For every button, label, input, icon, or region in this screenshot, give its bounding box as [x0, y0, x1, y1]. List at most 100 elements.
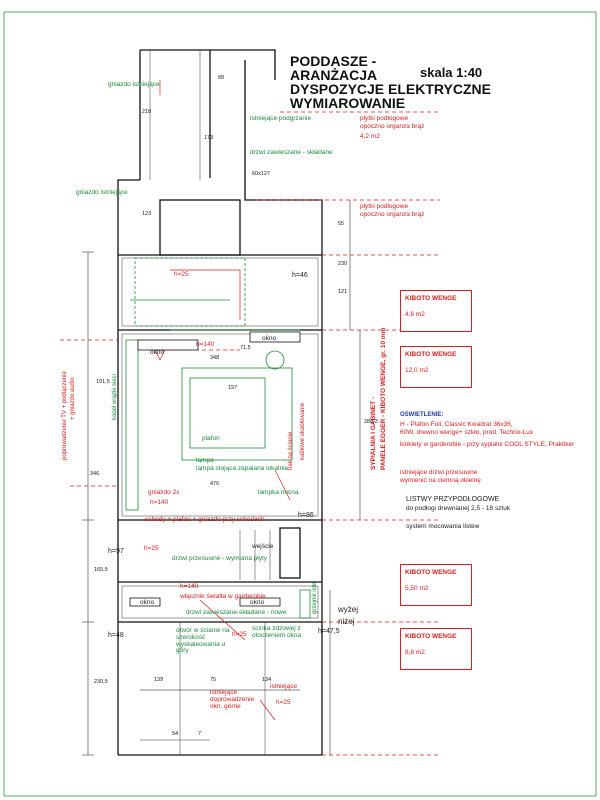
green-furniture: [125, 257, 311, 619]
lighting-line-3: kinkiety w garderobie - przy sypialni CO…: [400, 441, 575, 448]
dim-6: 230: [338, 261, 348, 267]
przewod-tv-label: poprowadzenie TV + podłączenie: [62, 371, 68, 460]
dim-1: 89: [218, 75, 225, 81]
height-8: h=25: [144, 545, 159, 552]
tile-note-2-line1: płytki podłogowe: [360, 203, 409, 210]
plafon-label: plafon: [202, 435, 220, 442]
scinka-label: ścinka zdzowej z otoczeniem okna: [252, 625, 302, 639]
hak-label: hak na ścianie: [288, 431, 294, 470]
title-line-4: WYMIAROWANIE: [290, 95, 406, 111]
listwy-line: do podłogi drewnianej 2,5 - 18 sztuk: [406, 505, 511, 512]
doors-note-1: istniejące drzwi przesuwne: [400, 469, 478, 476]
lighting-line-1: H - Plafon Full, Classic Kwadrat 36x36,: [400, 421, 513, 428]
okno-2-label: okno: [262, 335, 277, 342]
height-12: h=25: [276, 699, 291, 706]
kiboto-box-2-area: 12,0 m2: [405, 367, 429, 374]
dim-20: 71,5: [240, 345, 251, 351]
red-dash-lines: [60, 111, 440, 756]
dim-15: 75: [210, 677, 217, 683]
istn-2-label: istniejące: [270, 683, 298, 690]
kiboto-box-1: KIBOTO WENGE 4,6 m2: [400, 290, 472, 332]
tile-note-1-line2: opoczno organza brąz: [360, 123, 425, 130]
dim-2: 173: [204, 135, 214, 141]
height-1: h=46: [292, 272, 308, 279]
istn-dopr-label: istniejące doprowadzenie okn. górne: [210, 689, 255, 710]
dim-8: 191,5: [96, 379, 110, 385]
audio-label: + gniazdo audio: [70, 377, 76, 420]
kiboto-box-4-name: KIBOTO WENGE: [405, 633, 457, 640]
height-4: h=48: [108, 632, 124, 639]
drzwi-przesuwne-label: drzwi przesuwne - wymiana płyty: [172, 555, 268, 562]
sheet-frame: [3, 11, 597, 797]
panele-label: PANELE EGGER - KIBOTO WENGE, gr. 10 mm: [380, 327, 387, 470]
dim-9: 346: [90, 471, 100, 477]
kiboto-box-2-name: KIBOTO WENGE: [405, 351, 457, 358]
drzwi-nowe-label: drzwi zawieszane-składane - nowe: [186, 609, 287, 616]
dim-19: 476: [210, 481, 220, 487]
okno-3-label: okno: [140, 599, 155, 606]
height-10: h=140: [196, 341, 215, 348]
nizej-label: niżej: [338, 617, 355, 626]
lampa-nocna-label: lampka nocna: [258, 489, 299, 496]
title-line-1: PODDASZE -: [290, 53, 377, 69]
kiboto-box-4: KIBOTO WENGE 8,8 m2: [400, 628, 472, 670]
height-9: h=25: [232, 631, 247, 638]
kabel-label: kabel wiązki sieci: [112, 373, 118, 420]
lighting-heading: OŚWIETLENIE:: [400, 412, 444, 418]
kiboto-box-3: KIBOTO WENGE 5,50 m2: [400, 564, 472, 606]
lampa-stojaca-label: lampa stojąca zapalana lokalnie: [196, 465, 289, 472]
window-markers: [129, 331, 301, 607]
height-7: h=25: [174, 271, 189, 278]
lampa-2-label: lampa: [196, 457, 214, 464]
height-2: h=86: [298, 512, 314, 519]
gniazdo-2x-label: gniazdo 2x: [148, 489, 180, 496]
kiboto-box-3-area: 5,50 m2: [405, 585, 429, 592]
kiboto-box-4-area: 8,8 m2: [405, 649, 425, 656]
kiboto-box-1-area: 4,6 m2: [405, 311, 425, 318]
lighting-line-2: 60W, drewno wenge+ szkło, prod. Techno-L…: [400, 429, 534, 436]
scale-label: skala 1:40: [420, 65, 483, 80]
kablowe-label: kablowe okablowanie: [300, 402, 306, 460]
dim-21: 197: [228, 385, 238, 391]
dim-4: 123: [142, 211, 152, 217]
grzejnik-label: grzejnik istn.: [312, 580, 318, 614]
dimension-lines: [82, 200, 361, 756]
tile-note-2-line2: opoczno organza brąz: [360, 211, 425, 218]
sypialnia-label: SYPIALNIA I GABINET -: [370, 396, 377, 470]
dim-5: 55: [338, 221, 345, 227]
wlacznik-label: włącznik światła w garderobie: [180, 593, 266, 600]
dim-18: 7: [198, 731, 202, 737]
dim-12: 165,5: [94, 567, 108, 573]
title-line-3: DYSPOZYCJE ELEKTRYCZNE: [290, 81, 491, 97]
gniazdo-mid-label: gniazdo istniejące: [76, 189, 128, 196]
wyzej-label: wyżej: [338, 605, 359, 614]
otwor-label: otwór w ścianie na szerokość wyskaleowan…: [176, 627, 230, 655]
listwy-system: system mocowania listew: [406, 523, 480, 530]
drzwi-zaw-label: drzwi zawieszane - składane: [250, 149, 333, 156]
title-line-2: ARANŻACJA: [290, 67, 378, 83]
height-5: h=47,5: [318, 628, 340, 635]
tile-note-1-line1: płytki podłogowe: [360, 115, 409, 122]
height-6: h=140: [180, 583, 199, 590]
dim-3: 218: [142, 109, 152, 115]
istn-podgrzanie-label: istniejące podgrzanie: [250, 115, 312, 122]
okno-4-label: okno: [250, 599, 265, 606]
okno-1-label: okno: [150, 349, 165, 356]
dim-7: 121: [338, 289, 348, 295]
doors-note-2: wymienić na ciemną okleinę: [400, 477, 481, 484]
tile-note-1-line3: 4,2 m2: [360, 133, 380, 140]
height-11: h=140: [150, 499, 169, 506]
dim-16: 134: [262, 677, 272, 683]
schody-label: schody + plafon + gniazdo przy schodach: [145, 516, 265, 523]
gniazdo-top-label: gniazdo istniejące: [108, 81, 160, 88]
dim-13: 230,5: [94, 679, 108, 685]
wejscie-label: wejście: [252, 543, 274, 550]
listwy-heading: LISTWY PRZYPODŁOGOWE: [406, 496, 500, 503]
kiboto-box-1-name: KIBOTO WENGE: [405, 295, 457, 302]
dim-14: 139: [154, 677, 164, 683]
dim-11: 288,3: [364, 419, 378, 425]
kiboto-box-2: KIBOTO WENGE 12,0 m2: [400, 346, 472, 388]
kiboto-box-3-name: KIBOTO WENGE: [405, 569, 457, 576]
dim-10: 348: [210, 355, 220, 361]
